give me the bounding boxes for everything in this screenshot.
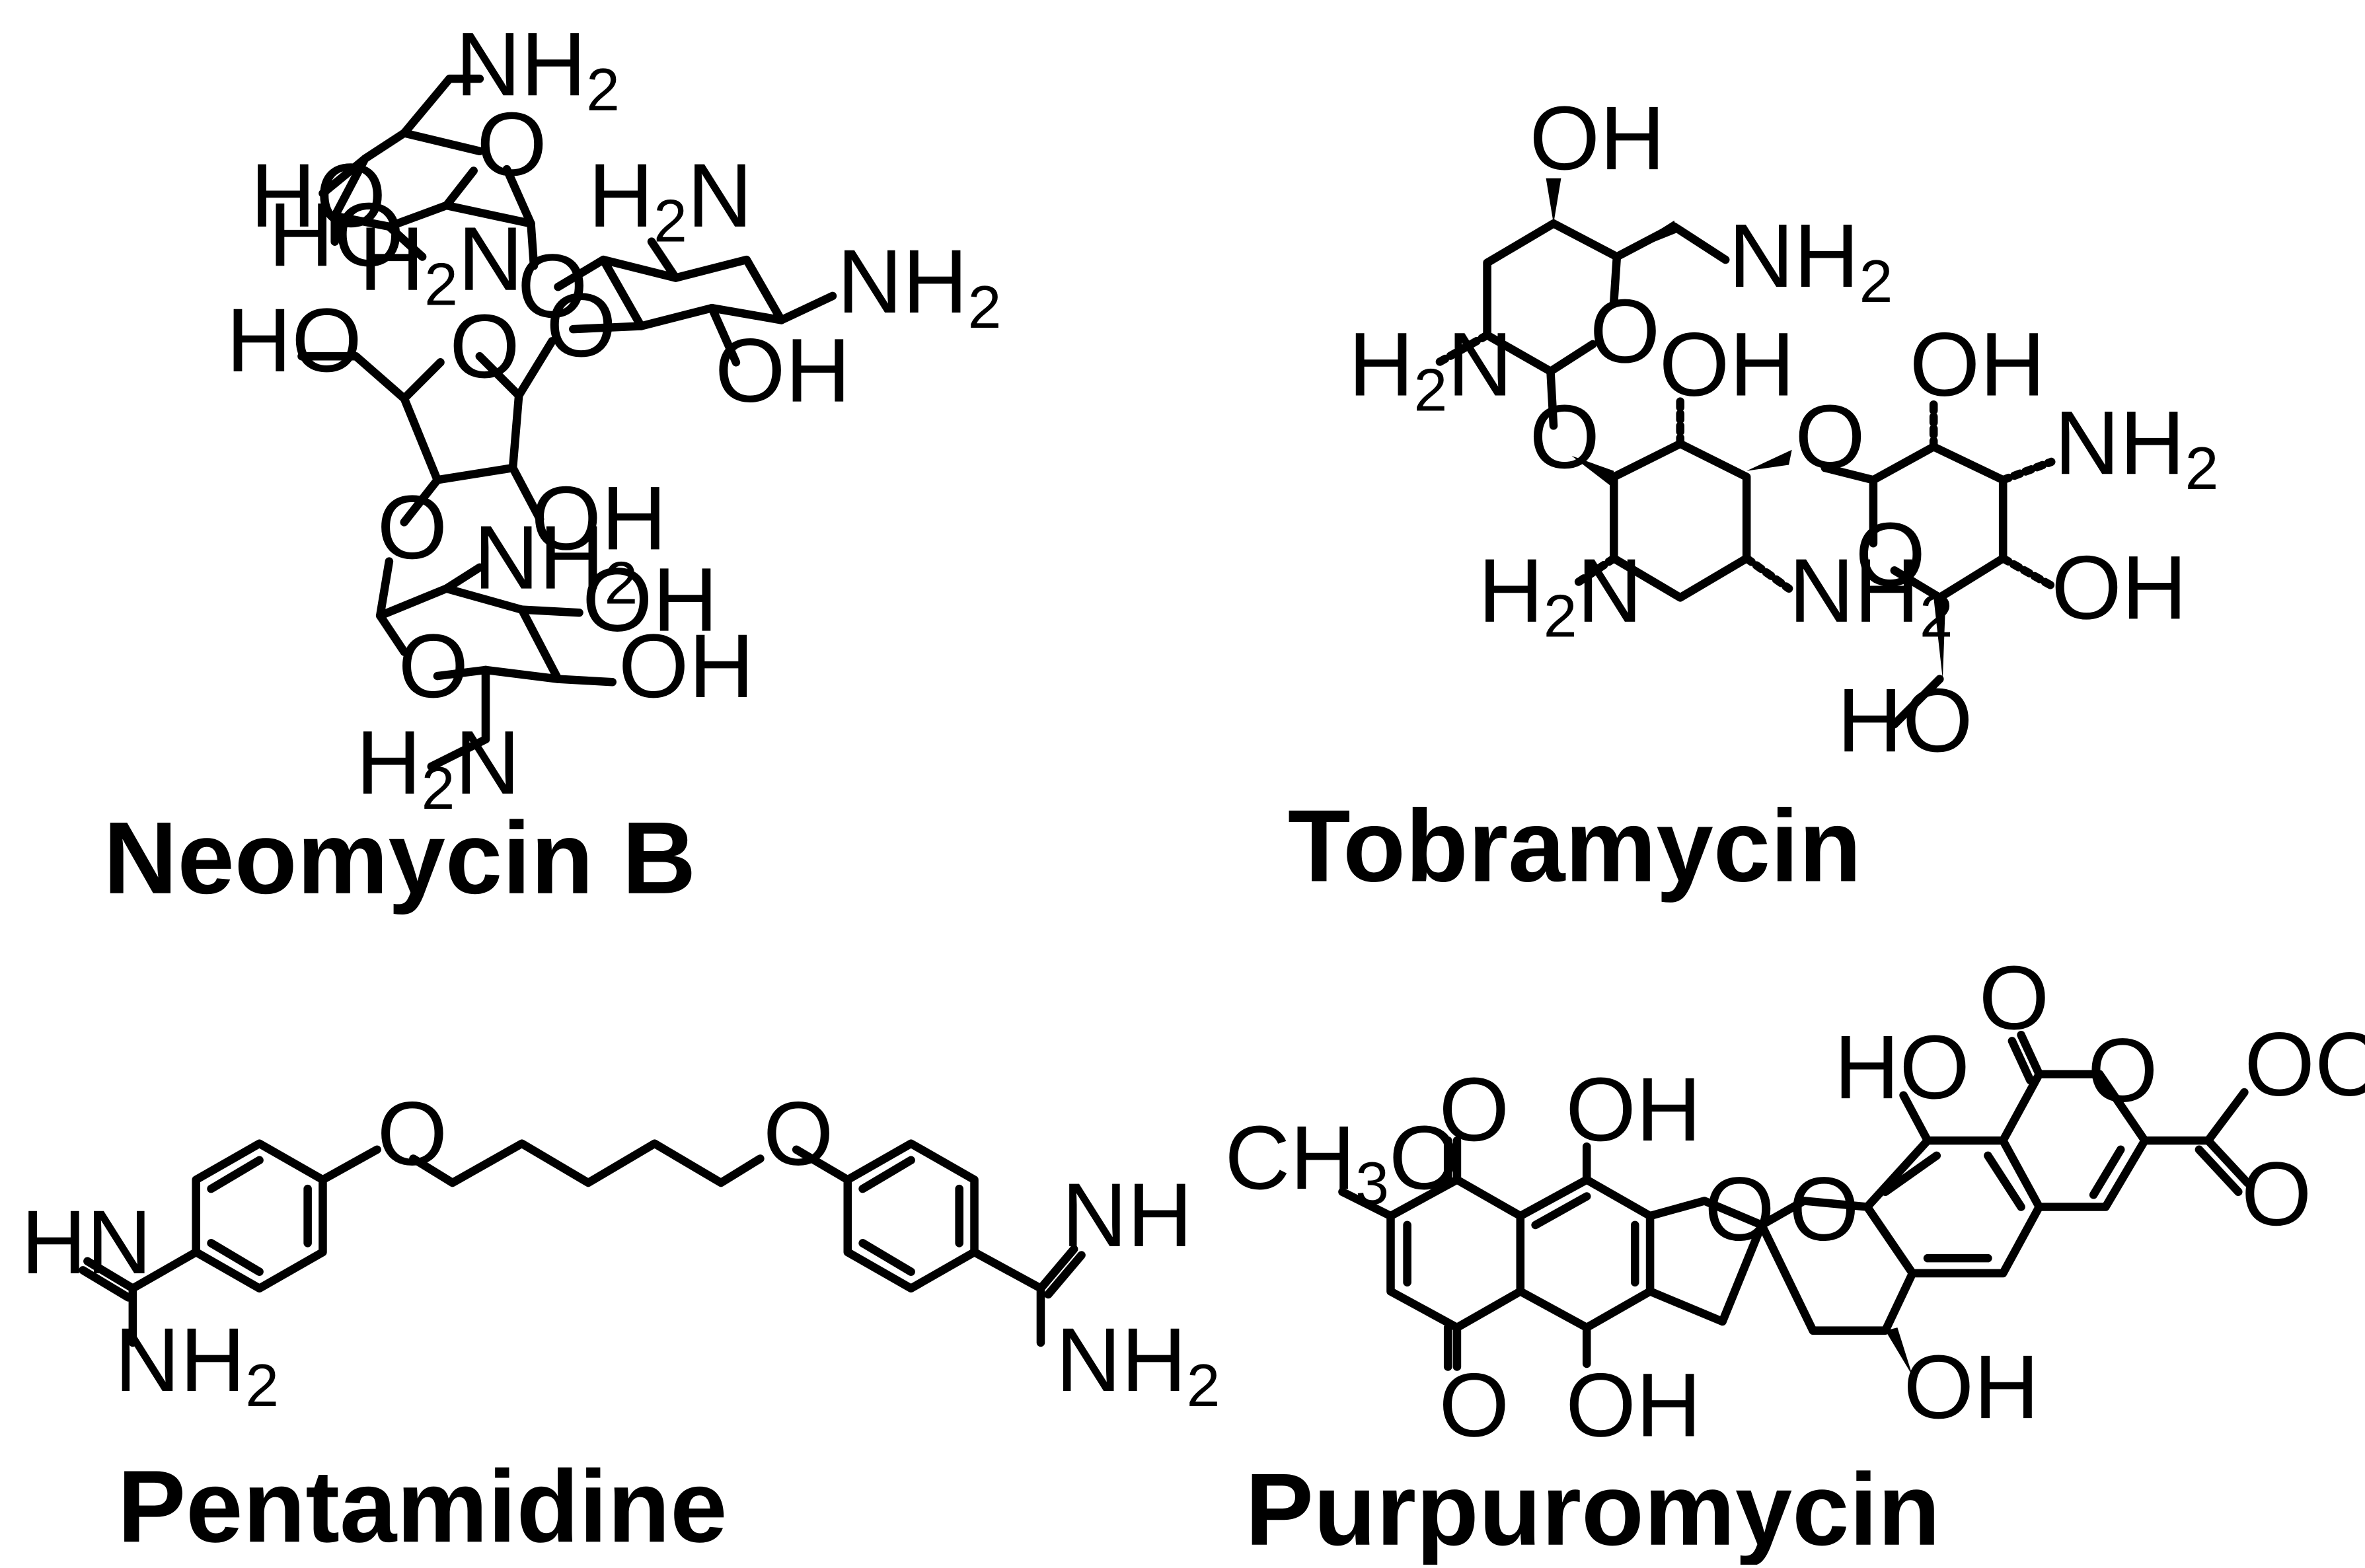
neomycin-b-nh2-2: NH2 xyxy=(837,231,1002,341)
compound-name-purpuromycin: Purpuromycin xyxy=(1245,1452,1940,1565)
tobramycin-nh2-3: NH2 xyxy=(1789,541,1953,650)
neomycin-b-ring-o-1: O xyxy=(476,94,547,195)
pentamidine-ether-o-1: O xyxy=(377,1084,448,1185)
neomycin-b-oh-2: OH xyxy=(531,468,666,569)
compound-name-pentamidine: Pentamidine xyxy=(118,1448,728,1563)
neomycin-b-oh-3: OH xyxy=(582,550,718,651)
tobramycin-glyc-o-2: O xyxy=(1795,387,1865,488)
neomycin-b-ring-o-2: O xyxy=(449,296,520,397)
neomycin-b-ho-3: HO xyxy=(226,290,361,391)
neomycin-b-glyc-o-3: O xyxy=(377,477,448,578)
purpuromycin-ch3o: CH3O xyxy=(1224,1107,1459,1217)
neomycin-b-structure: NH2 O HO HO H2N H2N O O NH2 OH HO O OH O… xyxy=(226,14,1001,822)
neomycin-b-oh-4: OH xyxy=(619,616,754,717)
neomycin-b-glyc-o-1: O xyxy=(517,236,588,337)
pentamidine-nh2-1: NH2 xyxy=(114,1310,279,1419)
purpuromycin-ester-o: O xyxy=(2241,1144,2312,1245)
tobramycin-oh-4: OH xyxy=(2051,537,2187,638)
pentamidine-ether-o-2: O xyxy=(763,1084,834,1185)
tobramycin-glyc-o-1: O xyxy=(1529,387,1600,488)
tobramycin-ring-o-2: O xyxy=(1856,504,1926,605)
neomycin-b-nh2-3: NH2 xyxy=(474,507,638,617)
neomycin-b-ho-2: HO xyxy=(268,184,404,285)
tobramycin-h2n-1: H2N xyxy=(1349,315,1513,424)
pentamidine-hn: HN xyxy=(21,1192,152,1293)
purpuromycin-oh-1: OH xyxy=(1565,1059,1701,1160)
tobramycin-nh2-1: NH2 xyxy=(1729,205,1893,315)
purpuromycin-structure: O HO O OCH3 O O OH CH3O O O O OH OH xyxy=(1224,948,2365,1456)
neomycin-b-oh-1: OH xyxy=(715,320,850,422)
neomycin-b-nh2-1: NH2 xyxy=(455,14,620,124)
tobramycin-ring-o-1: O xyxy=(1590,281,1661,382)
tobramycin-oh-1: OH xyxy=(1529,88,1665,189)
neomycin-b-h2n-3: H2N xyxy=(356,712,521,822)
purpuromycin-och3: OCH3 xyxy=(2244,1014,2365,1124)
neomycin-b-h2n-1: H2N xyxy=(359,209,523,318)
neomycin-b-h2n-2: H2N xyxy=(588,145,753,255)
purpuromycin-oh-2: OH xyxy=(1565,1355,1701,1456)
tobramycin-oh-2: OH xyxy=(1659,315,1795,416)
purpuromycin-furan-o: O xyxy=(1704,1159,1775,1260)
purpuromycin-oh-3: OH xyxy=(1904,1337,2039,1438)
purpuromycin-ho-1: HO xyxy=(1834,1017,1970,1118)
neomycin-b-glyc-o-2: O xyxy=(546,275,617,376)
purpuromycin-pyran-o: O xyxy=(1789,1159,1859,1260)
tobramycin-oh-3: OH xyxy=(1910,315,2045,416)
purpuromycin-carbonyl-o-1: O xyxy=(1979,948,2050,1049)
pentamidine-nh2-2: NH2 xyxy=(1056,1310,1220,1419)
tobramycin-structure: OH NH2 O H2N OH OH O O NH2 O H2N NH2 OH … xyxy=(1349,88,2219,771)
neomycin-b-ring-o-3: O xyxy=(398,616,469,717)
tobramycin-h2n-2: H2N xyxy=(1478,541,1643,650)
pentamidine-structure: O O HN NH2 NH NH2 xyxy=(21,1084,1220,1419)
neomycin-b-ho-1: HO xyxy=(250,145,386,246)
compound-name-neomycin-b: Neomycin B xyxy=(103,800,696,915)
purpuromycin-quinone-o-1: O xyxy=(1439,1059,1510,1160)
pentamidine-nh: NH xyxy=(1062,1165,1193,1266)
tobramycin-ho-1: HO xyxy=(1837,670,1972,771)
compound-name-tobramycin: Tobramycin xyxy=(1288,788,1861,903)
tobramycin-nh2-2: NH2 xyxy=(2054,392,2219,502)
purpuromycin-quinone-o-2: O xyxy=(1439,1355,1510,1456)
purpuromycin-lactone-o: O xyxy=(2087,1020,2158,1121)
